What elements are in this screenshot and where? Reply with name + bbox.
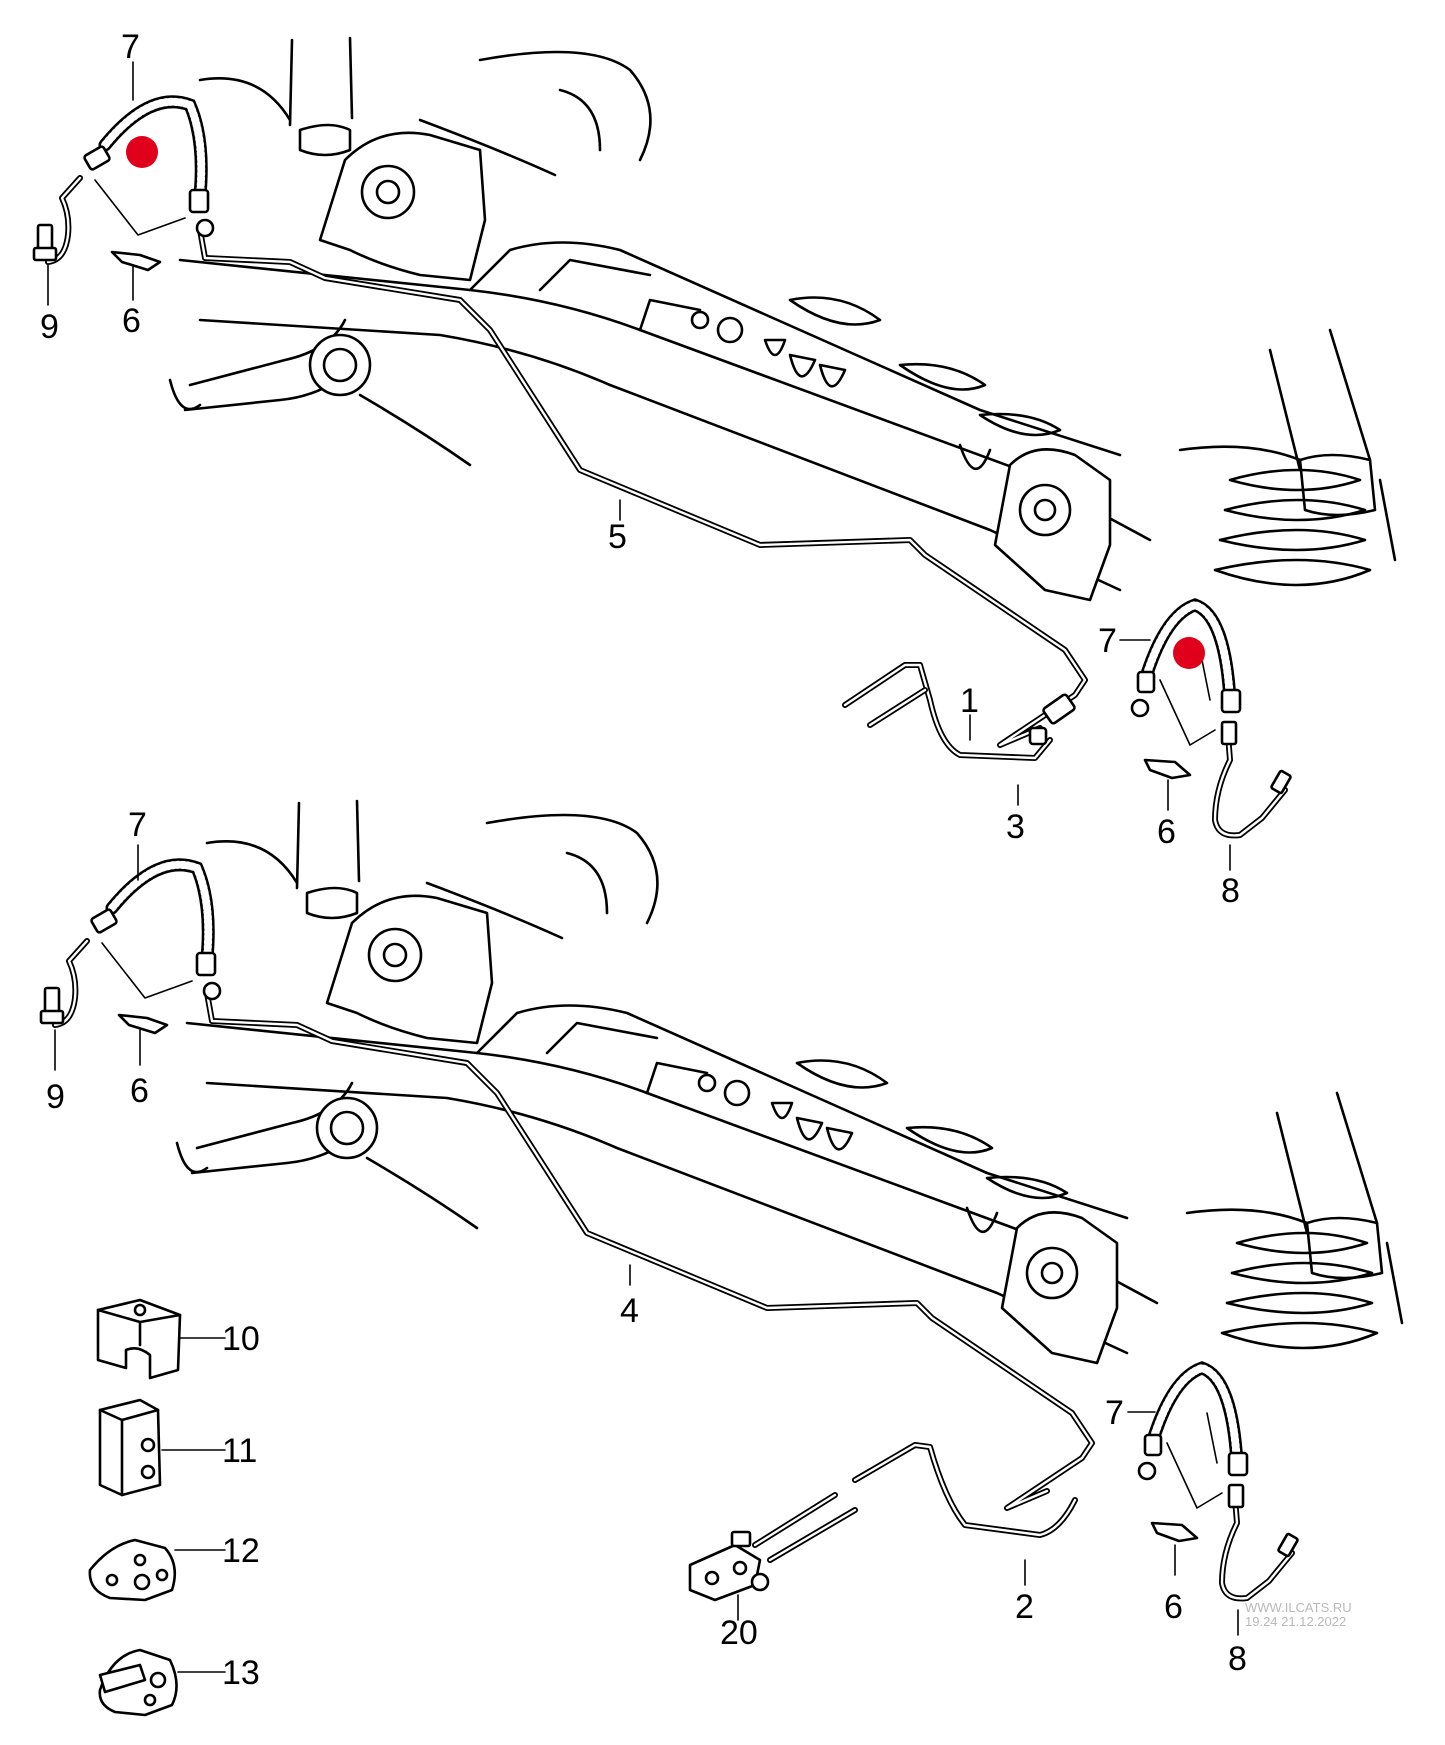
clip-10 [96,1298,182,1380]
callout-top-clip-left: 6 [122,302,141,340]
leader-lines [47,61,1239,1673]
top-red-marker-left [126,136,158,168]
callout-top-line-3: 3 [1006,808,1025,846]
callout-bottom-line-2: 2 [1015,1588,1034,1626]
callout-bottom-bolt-left: 9 [46,1078,65,1116]
callout-bottom-hose-left: 7 [128,806,147,844]
callout-bottom-line-8: 8 [1228,1640,1247,1678]
watermark: WWW.ILCATS.RU 19.24 21.12.2022 [1245,1600,1352,1629]
callout-top-bolt-left: 9 [40,308,59,346]
clip-13 [98,1648,178,1717]
callout-labels: 7 9 6 5 1 7 3 6 8 7 9 6 4 7 2 6 8 20 10 … [40,28,1247,1692]
callout-clip-12: 12 [222,1532,260,1570]
bottom-axle-assembly [41,801,1402,1600]
callout-bottom-clip-right: 6 [1164,1588,1183,1626]
callout-clip-10: 10 [222,1320,260,1358]
callout-bottom-hose-right: 7 [1105,1394,1124,1432]
callout-clip-13: 13 [222,1654,260,1692]
top-red-marker-right [1173,637,1205,669]
callout-top-hose-left: 7 [121,28,140,66]
watermark-stamp: 19.24 21.12.2022 [1245,1614,1346,1629]
top-axle-assembly [34,38,1395,835]
callout-bottom-connector: 20 [720,1614,758,1652]
callout-top-hose-right: 7 [1098,622,1117,660]
callout-bottom-clip-left: 6 [130,1072,149,1110]
callout-bottom-line-long: 4 [620,1292,639,1330]
callout-top-clip-right: 6 [1157,813,1176,851]
callout-top-line-8: 8 [1221,872,1240,910]
callout-top-line-long: 5 [608,518,627,556]
watermark-site: WWW.ILCATS.RU [1245,1600,1352,1615]
callout-clip-11: 11 [222,1432,257,1470]
clip-11 [98,1398,162,1497]
clip-12 [88,1538,177,1602]
callout-top-line-short: 1 [960,682,979,720]
